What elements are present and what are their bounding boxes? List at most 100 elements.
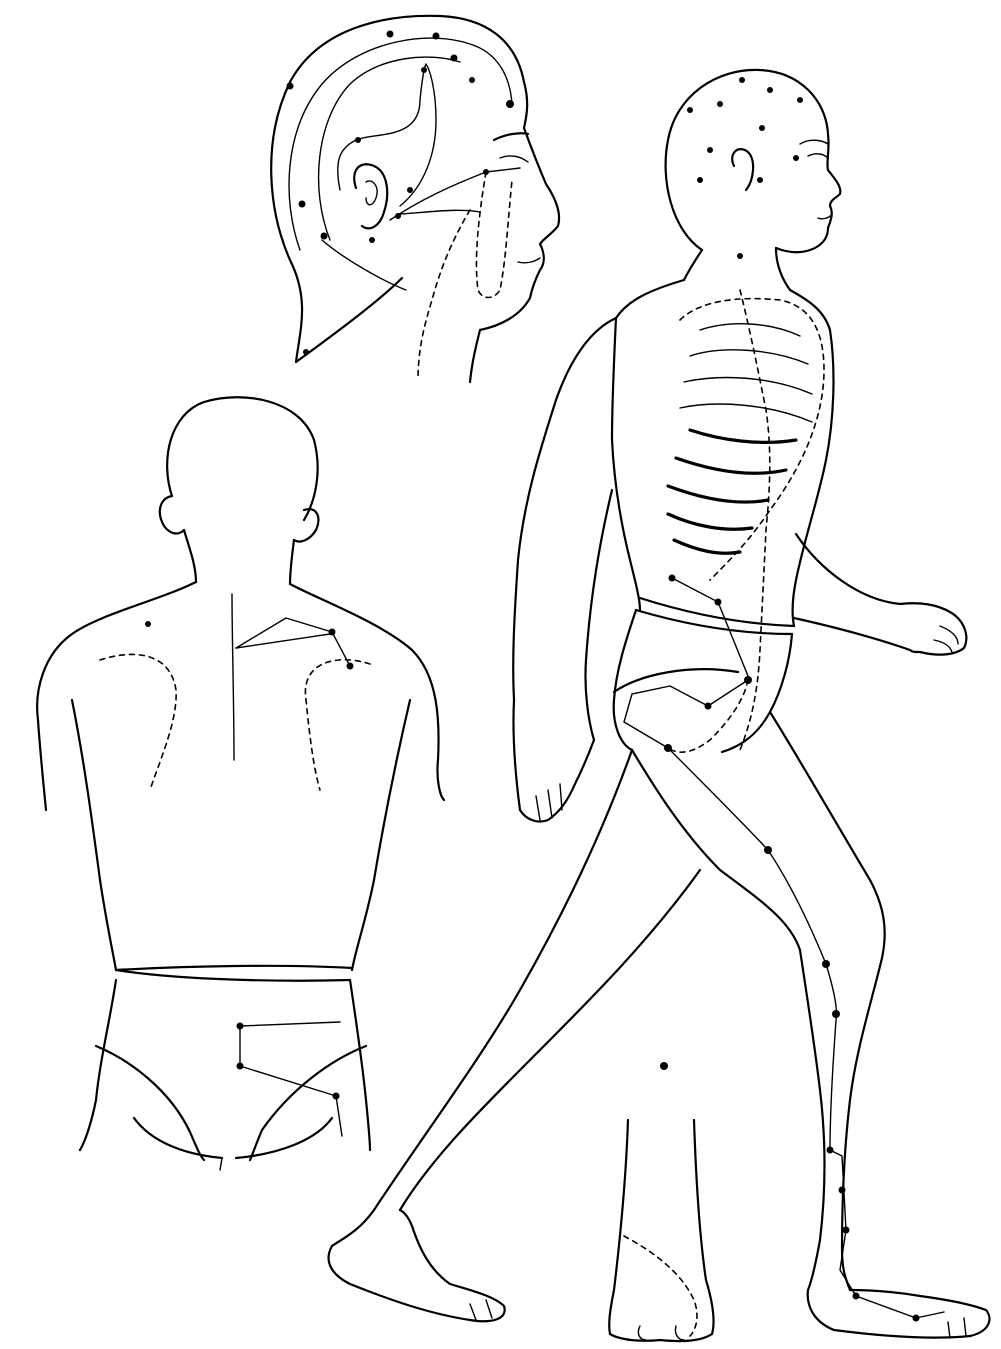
acupoint	[764, 846, 772, 854]
neck-back	[296, 278, 402, 362]
acupoint	[303, 349, 309, 355]
acupoint	[395, 213, 401, 219]
acupoint	[506, 100, 514, 108]
shoulder-meridian-2	[236, 634, 330, 648]
back-brief-line-right	[250, 1046, 366, 1160]
acupoint	[793, 155, 799, 161]
acupoint	[843, 1227, 850, 1234]
walk-hand-front	[900, 603, 966, 654]
walk-front-shin-front	[842, 958, 882, 1290]
eye	[500, 156, 528, 162]
back-waistband-bottom	[116, 970, 350, 981]
acupoint	[832, 1010, 840, 1018]
bg-foot	[610, 1334, 712, 1341]
walk-brief	[614, 610, 636, 750]
neck-front	[470, 330, 480, 382]
back-torso-right	[352, 700, 410, 970]
walk-back-toes	[470, 1300, 492, 1320]
walk-ear	[732, 149, 753, 190]
walk-back-thigh-top	[400, 870, 700, 1210]
rib-2	[690, 350, 808, 364]
bg-leg-left	[609, 1120, 628, 1334]
walk-chest	[793, 330, 834, 626]
head-outline	[271, 16, 527, 362]
rib-3	[684, 378, 812, 394]
acupoint	[387, 31, 394, 38]
acupoint	[759, 125, 765, 131]
back-hip-right	[350, 980, 370, 1150]
walk-front-shin-back	[800, 950, 825, 1290]
eyebrow	[494, 133, 528, 140]
walk-face	[776, 170, 840, 252]
mouth	[518, 258, 540, 263]
back-view	[37, 397, 444, 1170]
bg-foot-toes	[638, 1326, 684, 1340]
back-hip-left	[80, 980, 116, 1150]
back-shoulder-right	[290, 584, 444, 800]
acupoint	[827, 1147, 834, 1154]
acupoint	[664, 744, 672, 752]
acupoint	[483, 169, 489, 175]
walk-front-thigh-top	[770, 712, 885, 958]
acupoint	[822, 960, 830, 968]
acupoint	[433, 33, 440, 40]
acupoint	[299, 201, 306, 208]
acupoint	[737, 253, 743, 259]
walk-front-foot	[808, 1290, 990, 1338]
back-torso-left	[72, 700, 116, 970]
acupoint	[347, 663, 354, 670]
back-buttock-right	[236, 1118, 332, 1158]
acupoint	[687, 107, 693, 113]
acupoint	[744, 676, 752, 684]
walk-head	[666, 70, 829, 250]
face-dashed-line	[476, 172, 512, 298]
back-ear-left	[160, 496, 184, 533]
rib-4	[680, 404, 812, 422]
back-head-line	[322, 240, 406, 290]
back-cleft	[220, 1158, 222, 1170]
acupoint	[287, 83, 294, 90]
scapula-right	[305, 660, 370, 790]
acupoint	[717, 101, 723, 107]
ear-inner	[366, 181, 377, 205]
acupoint	[407, 187, 413, 193]
hip-meridian	[624, 680, 748, 748]
acupoint	[333, 1093, 340, 1100]
back-brief-line-left	[96, 1046, 204, 1160]
acupoint	[715, 599, 722, 606]
spine-line	[232, 594, 234, 760]
walk-fingers-back	[536, 784, 562, 820]
walk-waistband-bottom	[636, 610, 792, 634]
acupoint	[839, 1187, 846, 1194]
back-buttock-left	[134, 1118, 222, 1158]
walk-arm-front-top	[796, 534, 900, 604]
acupoint	[757, 177, 763, 183]
rib-shade-1	[690, 430, 796, 442]
acupoint	[469, 77, 475, 83]
shoulder-meridian	[236, 618, 350, 666]
face-profile	[480, 128, 559, 330]
acupoint	[853, 1293, 860, 1300]
acupoint	[669, 575, 676, 582]
neck-dashed-line	[418, 210, 470, 380]
walk-fingers-front	[934, 626, 958, 652]
temporal-line-inner	[319, 57, 460, 240]
walk-arm-back-inner	[585, 490, 612, 740]
back-head	[167, 397, 318, 520]
walk-arm-back	[513, 318, 616, 810]
bg-foot-meridian	[624, 1236, 697, 1336]
bg-leg-right	[694, 1120, 714, 1334]
rib-shade-4	[668, 514, 752, 529]
ear	[354, 164, 387, 228]
back-shoulder-left	[37, 582, 196, 810]
walk-neck-front	[776, 248, 790, 290]
acupoint	[913, 1315, 920, 1322]
acupoint	[767, 87, 773, 93]
walk-eye	[808, 154, 828, 158]
acupoint	[739, 77, 745, 83]
walk-brief-front	[722, 634, 792, 752]
walk-shoulder-back	[616, 280, 684, 318]
walk-back-foot	[329, 1210, 505, 1321]
